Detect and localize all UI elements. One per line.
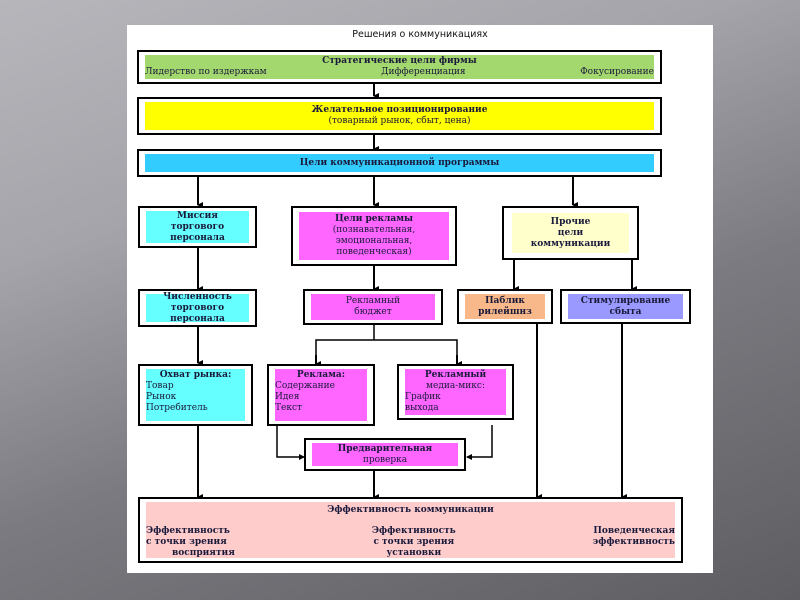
market-coverage-heading: Охват рынка:	[159, 370, 232, 380]
text-line: эффективность	[592, 537, 675, 547]
text-line: поведенческая)	[336, 247, 412, 257]
effectiveness-perception: Эффективность с точки зрения восприятия	[146, 526, 235, 559]
text-line: Содержание	[275, 381, 335, 391]
node-other-goals: Прочие цели коммуникации	[502, 206, 639, 260]
text-line: Численность	[163, 291, 232, 302]
text-line: Прочие	[550, 216, 591, 227]
text-line: Эффективность	[146, 526, 230, 536]
text-line: Паблик	[485, 295, 525, 306]
node-public-relations: Паблик рилейшнз	[457, 289, 553, 324]
strategic-item: Лидерство по издержкам	[145, 67, 267, 77]
text-line: торгового	[170, 221, 225, 232]
node-advertising: Реклама: Содержание Идея Текст	[267, 364, 375, 426]
diagram-title: Решения о коммуникациях	[352, 29, 488, 40]
text-line: Поведенческая	[593, 526, 675, 536]
text-line: Товар	[146, 381, 174, 391]
node-sales-size: Численность торгового персонала	[138, 289, 257, 327]
text-line: торгового	[170, 302, 225, 313]
effectiveness-behavioral: Поведенческая эффективность	[593, 526, 675, 559]
text-line: с точки зрения	[146, 537, 227, 547]
text-line: Текст	[275, 403, 302, 413]
arrow-ad-pretest	[276, 425, 305, 460]
text-line: с точки зрения	[373, 537, 455, 547]
program-goals-heading: Цели коммуникационной программы	[299, 157, 500, 168]
text-line: Стимулирование	[580, 295, 671, 306]
media-mix-heading: Рекламный	[424, 370, 487, 380]
text-line: Предварительная	[337, 443, 433, 454]
text-line: персонала	[170, 313, 225, 324]
text-line: цели	[557, 227, 584, 238]
positioning-heading: Желательное позиционирование	[311, 105, 488, 115]
arrow-media-pretest	[466, 425, 493, 460]
node-program-goals: Цели коммуникационной программы	[137, 149, 662, 177]
text-line: восприятия	[172, 548, 235, 558]
text-line: установки	[386, 548, 442, 558]
text-line: рилейшнз	[478, 306, 532, 317]
text-line: персонала	[170, 232, 225, 243]
text-line: Идея	[275, 392, 300, 402]
text-line: бюджет	[354, 307, 392, 317]
effectiveness-heading: Эффективность коммуникации	[327, 505, 494, 515]
media-mix-heading2: медиа-микс:	[426, 381, 485, 391]
node-sales-promotion: Стимулирование сбыта	[560, 289, 691, 324]
text-line: сбыта	[609, 306, 642, 317]
text-line: Миссия	[177, 210, 218, 221]
slide: Решения о коммуникациях	[127, 25, 713, 573]
text-line: проверка	[362, 454, 408, 465]
text-line: Эффективность	[371, 526, 456, 536]
strategic-item: Дифференциация	[381, 67, 466, 77]
text-line: График	[405, 392, 441, 402]
node-sales-mission: Миссия торгового персонала	[138, 206, 257, 248]
text-line: коммуникации	[530, 238, 611, 249]
node-strategic-goals: Стратегические цели фирмы Лидерство по и…	[137, 50, 662, 84]
strategic-heading: Стратегические цели фирмы	[322, 56, 477, 66]
text-line: Рынок	[146, 392, 177, 402]
text-line: Потребитель	[146, 403, 208, 413]
node-pretest: Предварительная проверка	[304, 438, 466, 471]
node-communication-effectiveness: Эффективность коммуникации Эффективность…	[138, 497, 683, 563]
text-line: эмоциональная,	[335, 236, 413, 246]
node-ad-goals: Цели рекламы (познавательная, эмоциональ…	[291, 206, 457, 266]
node-media-mix: Рекламный медиа-микс: График выхода	[397, 364, 514, 420]
node-ad-budget: Рекламный бюджет	[303, 289, 443, 325]
node-positioning: Желательное позиционирование (товарный р…	[137, 97, 662, 135]
text-line: Рекламный	[345, 296, 401, 306]
advertising-heading: Реклама:	[296, 370, 346, 380]
effectiveness-attitude: Эффективность с точки зрения установки	[372, 526, 456, 559]
text-line: выхода	[405, 403, 439, 413]
positioning-sub: (товарный рынок, сбыт, цена)	[328, 116, 471, 126]
strategic-item: Фокусирование	[580, 67, 654, 77]
ad-goals-heading: Цели рекламы	[334, 214, 414, 224]
text-line: (познавательная,	[332, 225, 416, 235]
node-market-coverage: Охват рынка: Товар Рынок Потребитель	[138, 364, 253, 426]
arrow-budget-split	[315, 339, 458, 363]
